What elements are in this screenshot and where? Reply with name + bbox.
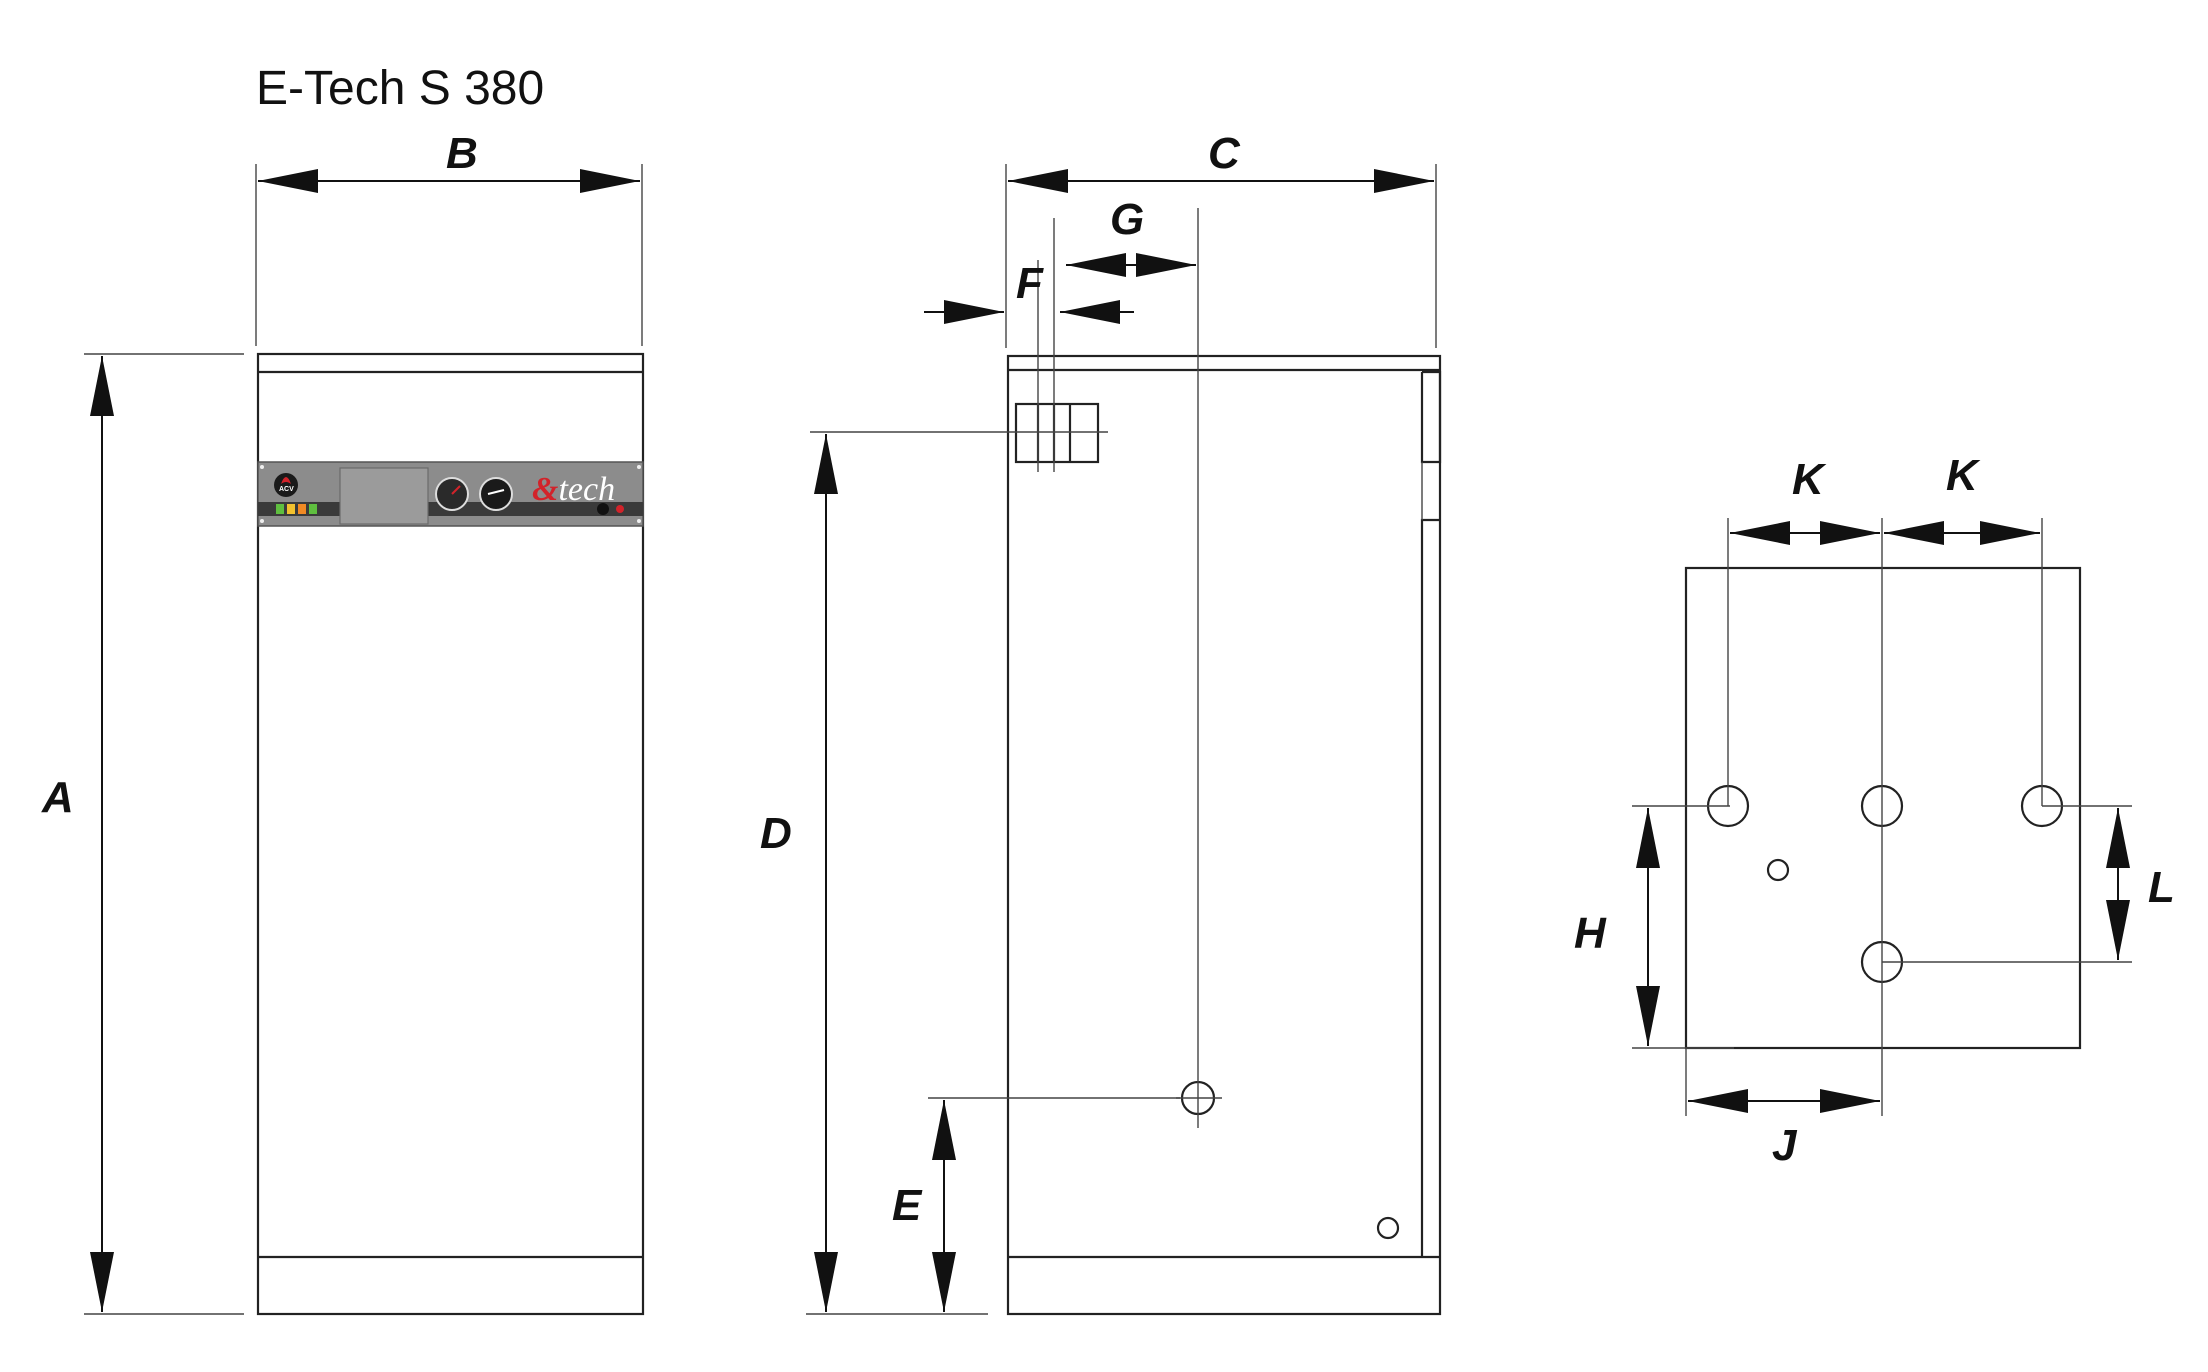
side-drain-icon	[1376, 1216, 1400, 1240]
acv-flame-icon	[281, 477, 291, 484]
dim-k1-label: K	[1792, 455, 1827, 504]
acv-badge-text: ACV	[279, 486, 294, 493]
control-panel: ACV &tech	[257, 461, 644, 527]
panel-screw-icon	[637, 519, 641, 523]
panel-screw-icon	[637, 465, 641, 469]
thermostat-pointer-icon	[487, 489, 505, 495]
acv-logo-icon	[274, 473, 298, 497]
power-switch-icon	[597, 503, 609, 515]
bottom-plate-outline	[1684, 566, 2082, 1050]
dim-a-label: A	[41, 773, 74, 822]
dim-d-label: D	[760, 809, 792, 858]
panel-screw-icon	[260, 519, 264, 523]
dim-g-label: G	[1110, 195, 1144, 244]
side-rear-panel-lower	[1420, 518, 1440, 1257]
status-led-orange-icon	[298, 504, 306, 514]
etech-logo-text: &tech	[532, 471, 615, 508]
side-rear-panel-upper	[1420, 370, 1442, 464]
sensor-port-icon	[1766, 858, 1790, 882]
power-indicator-icon	[616, 505, 624, 513]
dim-j-label: J	[1772, 1121, 1798, 1170]
bottom-view: K K H L J	[1574, 451, 2175, 1170]
status-led-yellow-icon	[287, 504, 295, 514]
dim-h-label: H	[1574, 909, 1607, 958]
status-led-green-icon	[276, 504, 284, 514]
control-panel-display-window	[339, 467, 429, 525]
side-view: C G F D E	[760, 129, 1442, 1316]
dim-k2-label: K	[1946, 451, 1981, 500]
thermostat-knob-icon	[479, 477, 513, 511]
side-cabinet-outline	[1006, 354, 1442, 1316]
drawing-title: E-Tech S 380	[256, 62, 544, 115]
dim-f-label: F	[1016, 259, 1044, 308]
dim-b-label: B	[446, 129, 478, 178]
status-led-green2-icon	[309, 504, 317, 514]
thermometer-needle-icon	[451, 485, 461, 495]
top-connection-block	[1014, 402, 1100, 464]
front-cabinet-outline	[256, 352, 645, 1316]
panel-screw-icon	[260, 465, 264, 469]
dim-c-label: C	[1208, 129, 1241, 178]
dim-e-label: E	[892, 1181, 923, 1230]
etech-logo-word: tech	[558, 471, 615, 508]
dim-l-label: L	[2148, 863, 2175, 912]
front-view: ACV &tech B	[41, 129, 645, 1316]
